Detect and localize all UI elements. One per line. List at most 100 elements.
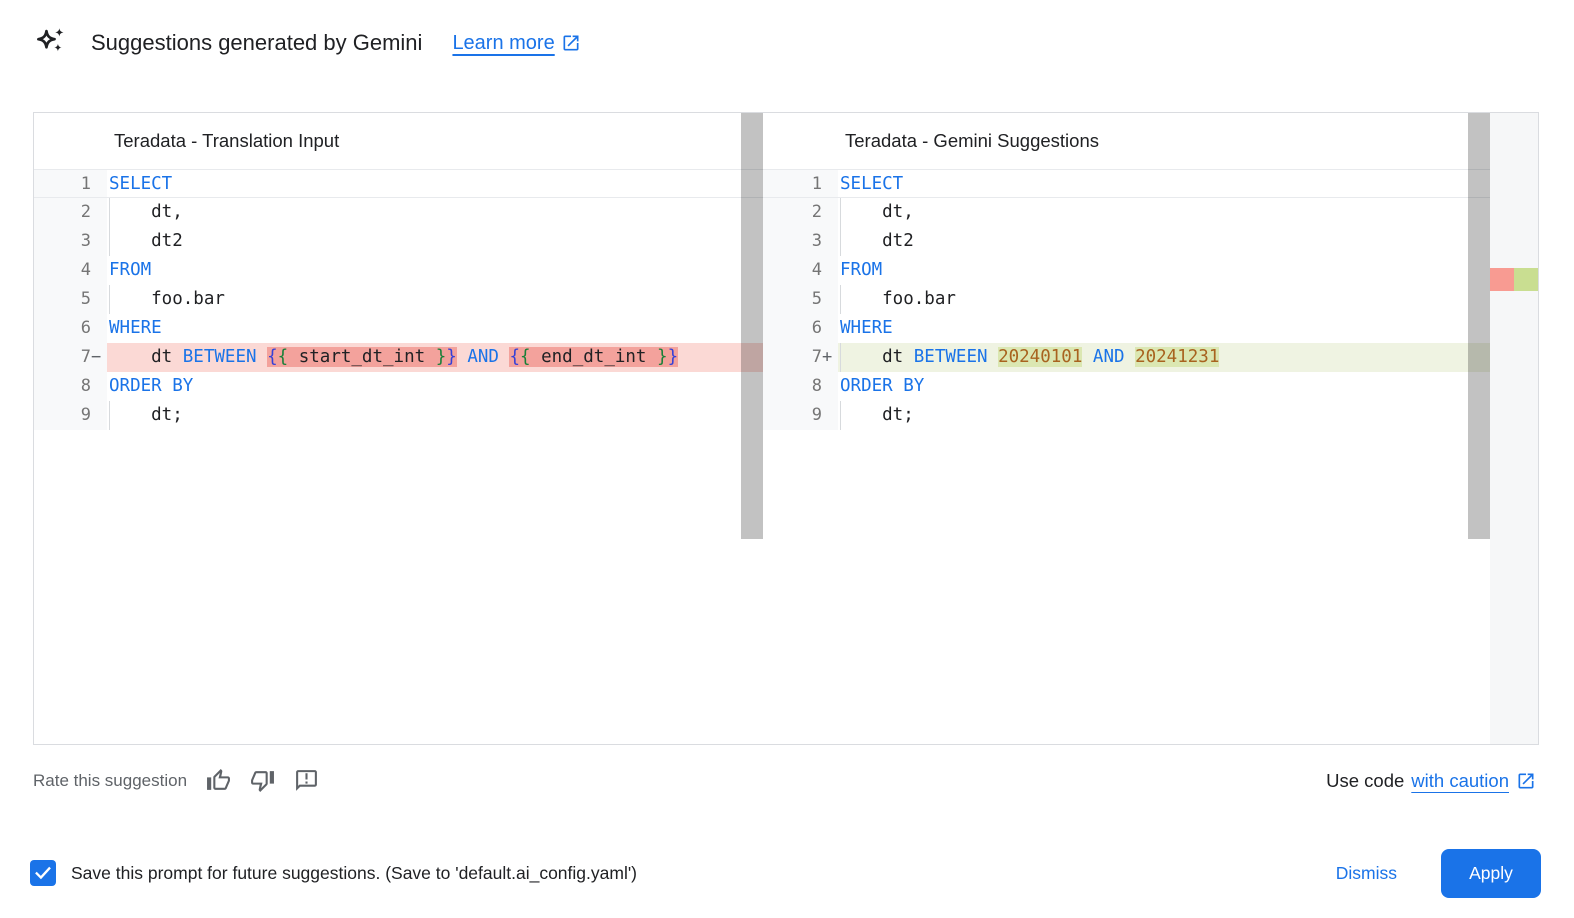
feedback-icon [296, 770, 317, 791]
code-line: 2 dt, [763, 198, 1490, 227]
save-prompt-checkbox[interactable] [30, 860, 56, 886]
line-number: 1 [811, 174, 822, 194]
action-row: Save this prompt for future suggestions.… [30, 846, 1541, 900]
diff-marker [91, 227, 107, 256]
code-token: dt; [109, 405, 183, 425]
rate-label: Rate this suggestion [33, 770, 188, 790]
thumb-up-button[interactable] [206, 768, 231, 793]
line-number: 6 [811, 318, 822, 338]
thumb-down-icon [251, 771, 275, 792]
code-text: SELECT [107, 170, 763, 197]
line-number-gutter: 2 [763, 198, 838, 227]
code-token: dt [840, 347, 914, 367]
line-number-gutter: 1 [763, 170, 838, 197]
dismiss-button[interactable]: Dismiss [1335, 862, 1397, 883]
code-line: 7+ dt BETWEEN 20240101 AND 20241231 [763, 343, 1490, 372]
line-number-gutter: 4 [763, 256, 838, 285]
code-token: BETWEEN [182, 347, 257, 367]
open-in-new-icon [1518, 773, 1534, 788]
code-token: foo.bar [109, 289, 225, 309]
overview-addition-marker[interactable] [1514, 268, 1538, 291]
code-text: WHERE [838, 314, 1490, 343]
overview-deletion-marker[interactable] [1490, 268, 1514, 291]
code-token: ORDER BY [109, 376, 194, 396]
left-scrollbar-thumb[interactable] [741, 113, 763, 539]
code-token [1125, 347, 1136, 367]
line-number: 5 [80, 289, 91, 309]
apply-button[interactable]: Apply [1441, 848, 1541, 898]
code-token: dt, [840, 202, 914, 222]
code-line: 8 ORDER BY [34, 372, 763, 401]
diff-marker [822, 170, 838, 197]
code-token: dt2 [109, 231, 183, 251]
right-scrollbar-thumb[interactable] [1468, 113, 1490, 539]
with-caution-link[interactable]: with caution [1411, 769, 1509, 791]
code-token: SELECT [109, 174, 173, 194]
line-number: 4 [811, 260, 822, 280]
line-number: 4 [80, 260, 91, 280]
code-text: ORDER BY [107, 372, 763, 401]
diff-marker [91, 285, 107, 314]
feedback-button[interactable] [294, 768, 319, 793]
code-token: } [657, 347, 668, 367]
code-token: { [509, 347, 521, 367]
line-number-gutter: 6 [763, 314, 838, 343]
line-number-gutter: 8 [34, 372, 107, 401]
code-token: { [520, 347, 531, 367]
line-number-gutter: 2 [34, 198, 107, 227]
thumb-down-button[interactable] [250, 768, 275, 793]
left-panel-title: Teradata - Translation Input [114, 130, 340, 151]
code-line: 3 dt2 [763, 227, 1490, 256]
code-line: 7− dt BETWEEN {{ start_dt_int }} AND {{ … [34, 343, 763, 372]
code-token: end_dt_int [530, 347, 658, 367]
code-token: BETWEEN [913, 347, 988, 367]
code-token: } [667, 347, 679, 367]
line-number: 8 [80, 376, 91, 396]
diff-marker [91, 256, 107, 285]
code-line: 6 WHERE [763, 314, 1490, 343]
code-token: AND [1092, 347, 1125, 367]
diff-marker: + [822, 347, 833, 367]
gemini-sparkle-icon [37, 28, 64, 52]
code-token: dt; [840, 405, 914, 425]
code-token: FROM [840, 260, 883, 280]
line-number: 7 [80, 347, 91, 367]
code-text: dt; [107, 401, 763, 430]
diff-marker [822, 401, 838, 430]
code-text: foo.bar [838, 285, 1490, 314]
code-token [457, 347, 468, 367]
learn-more-link[interactable]: Learn more [452, 32, 580, 55]
code-token [257, 347, 268, 367]
code-text: dt2 [838, 227, 1490, 256]
diff-marker [91, 198, 107, 227]
code-token: FROM [109, 260, 152, 280]
line-number: 2 [80, 202, 91, 222]
diff-marker [822, 256, 838, 285]
diff-marker [91, 372, 107, 401]
code-token: } [435, 347, 447, 367]
code-line: 2 dt, [34, 198, 763, 227]
thumb-up-icon [207, 769, 231, 790]
line-number: 9 [80, 405, 91, 425]
diff-view: Teradata - Translation Input 1 SELECT 2 dt… [33, 112, 1539, 745]
line-number-gutter: 6 [34, 314, 107, 343]
use-code-label: Use code [1326, 769, 1405, 791]
line-number: 9 [811, 405, 822, 425]
open-in-new-icon [563, 35, 579, 51]
line-number: 6 [80, 318, 91, 338]
code-token: } [446, 347, 457, 367]
diff-overview-ruler[interactable] [1490, 113, 1538, 744]
code-line: 5 foo.bar [34, 285, 763, 314]
right-panel-title: Teradata - Gemini Suggestions [845, 130, 1099, 151]
line-number: 8 [811, 376, 822, 396]
line-number-gutter: 3 [763, 227, 838, 256]
code-line: 4 FROM [763, 256, 1490, 285]
diff-marker [91, 401, 107, 430]
rate-row: Rate this suggestion Use code with cauti… [33, 768, 1536, 793]
diff-marker [91, 314, 107, 343]
line-number: 7 [811, 347, 822, 367]
